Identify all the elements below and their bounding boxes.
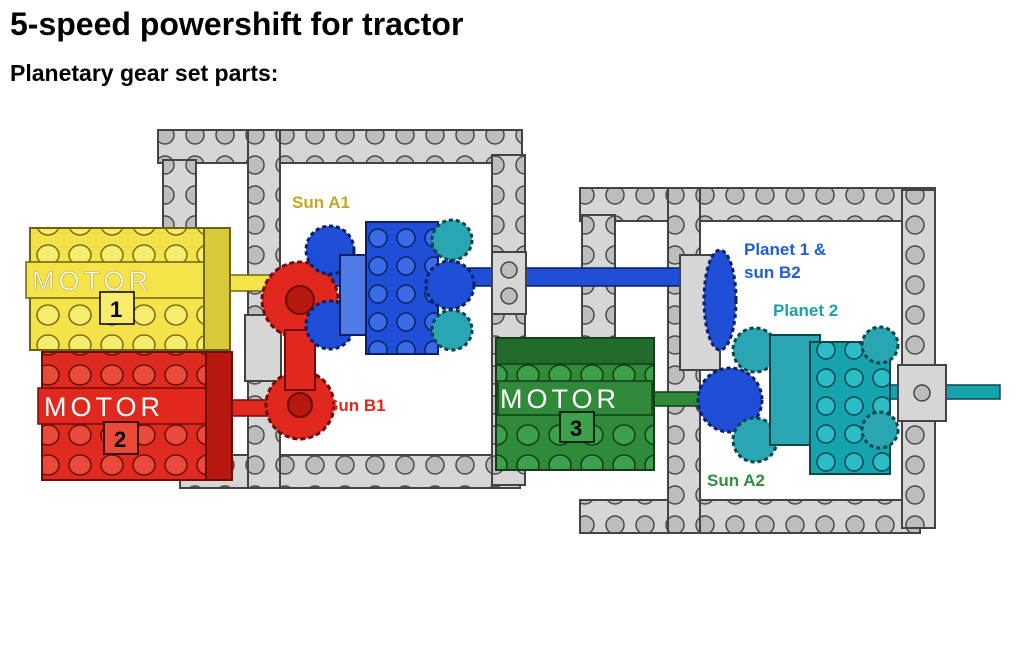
motor-1-word: MOTOR bbox=[32, 266, 152, 296]
motor-2-number: 2 bbox=[114, 427, 126, 452]
label-planet1-line2: sun B2 bbox=[744, 263, 801, 282]
motor-3: MOTOR 3 bbox=[495, 337, 655, 471]
label-sun-a2: Sun A2 bbox=[707, 471, 765, 490]
frame-b-right-beam bbox=[901, 189, 936, 529]
frame-a-left-beam bbox=[162, 159, 197, 231]
planetary-set-2 bbox=[696, 325, 900, 475]
label-planet2: Planet 2 bbox=[773, 301, 838, 320]
frame-a-top-beam bbox=[157, 129, 523, 164]
label-sun-a1: Sun A1 bbox=[292, 193, 350, 212]
motor-2-word: MOTOR bbox=[44, 392, 164, 422]
motor-2: MOTOR 2 bbox=[37, 351, 233, 481]
label-sun-b1: Sun B1 bbox=[327, 396, 386, 415]
planet1-sunb2-gear bbox=[679, 248, 738, 371]
frame-b-bottom-beam bbox=[579, 499, 921, 534]
motor-3-word: MOTOR bbox=[500, 384, 620, 414]
label-planet1-line1: Planet 1 & bbox=[744, 240, 826, 259]
page-subtitle: Planetary gear set parts: bbox=[10, 60, 279, 86]
motor-3-number: 3 bbox=[570, 416, 582, 441]
frame-b-top-beam bbox=[579, 187, 936, 222]
motor-1-number: 1 bbox=[110, 297, 122, 322]
motor-1: MOTOR 1 bbox=[25, 227, 231, 351]
blue-planet-carrier-1 bbox=[304, 218, 476, 355]
page-title: 5-speed powershift for tractor bbox=[10, 6, 464, 42]
